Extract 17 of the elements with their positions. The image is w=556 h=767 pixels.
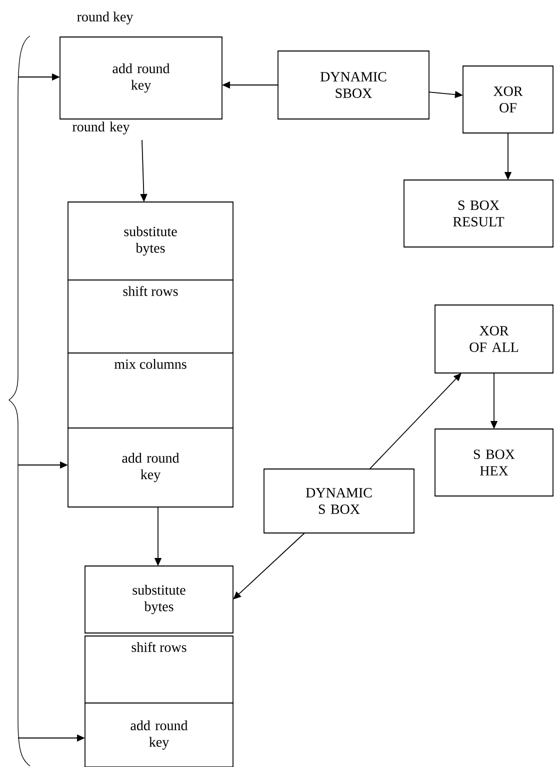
process-box: mix columns: [68, 352, 234, 428]
process-box: shift rows: [84, 636, 234, 704]
process-box: DYNAMIC SBOX: [278, 50, 430, 120]
process-box: DYNAMIC S BOX: [264, 468, 414, 534]
process-box: add round key: [60, 36, 222, 120]
process-box: add round key: [68, 428, 234, 508]
arrow: [369, 373, 462, 470]
arrow: [233, 532, 306, 600]
process-box: substitute bytes: [84, 566, 234, 634]
text-label: round key: [72, 122, 130, 134]
process-box: shift rows: [68, 280, 234, 354]
process-box: XOR OF ALL: [434, 304, 554, 374]
process-box: add round key: [84, 702, 234, 767]
process-box: substitute bytes: [68, 202, 234, 280]
process-box: XOR OF: [462, 66, 554, 134]
process-box: S BOX HEX: [434, 428, 554, 496]
process-box: S BOX RESULT: [404, 180, 554, 248]
